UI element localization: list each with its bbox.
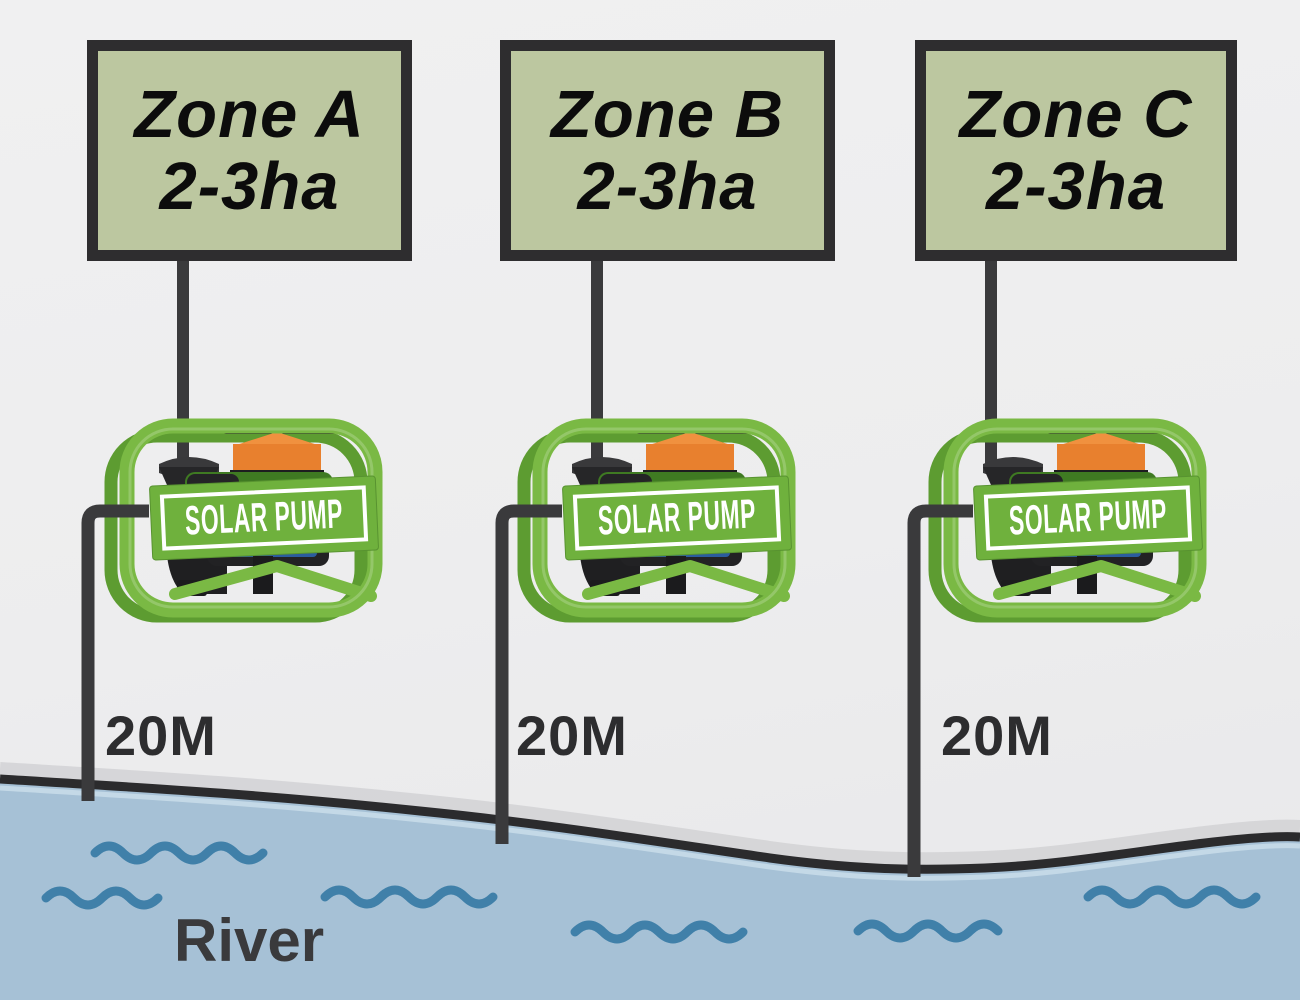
zone-c-name: Zone C xyxy=(959,76,1193,152)
river-label: River xyxy=(174,907,325,974)
suction-pipe-b xyxy=(495,504,562,844)
zone-a-name: Zone A xyxy=(134,76,365,152)
wave-icon xyxy=(90,841,268,865)
river-edge-highlight xyxy=(0,785,1300,881)
wave-icon xyxy=(1083,885,1261,909)
solar-pump-c xyxy=(935,420,1203,616)
river-bank-shadow xyxy=(0,762,1300,867)
river-shoreline xyxy=(0,774,1300,874)
suction-pipe-a xyxy=(81,504,149,801)
wave-icon xyxy=(570,920,748,944)
wave-icon xyxy=(41,886,163,910)
zone-b-area: 2-3ha xyxy=(577,148,758,224)
solar-pump-a xyxy=(111,420,379,616)
pipe-depth-label-b: 20M xyxy=(516,704,628,767)
zone-b-name: Zone B xyxy=(550,76,785,152)
zone-c-box: Zone C 2-3ha xyxy=(915,40,1237,261)
zone-b-box: Zone B 2-3ha xyxy=(500,40,835,261)
wave-icon xyxy=(853,919,1003,943)
zone-c-area: 2-3ha xyxy=(985,148,1167,224)
zone-a-area: 2-3ha xyxy=(159,148,340,224)
suction-pipe-c xyxy=(907,504,973,877)
wave-icon xyxy=(320,885,498,909)
river-water xyxy=(0,779,1300,1000)
pipe-depth-label-c: 20M xyxy=(941,704,1053,767)
zone-a-box: Zone A 2-3ha xyxy=(87,40,412,261)
pipe-depth-label-a: 20M xyxy=(105,704,217,767)
solar-pump-b xyxy=(524,420,792,616)
